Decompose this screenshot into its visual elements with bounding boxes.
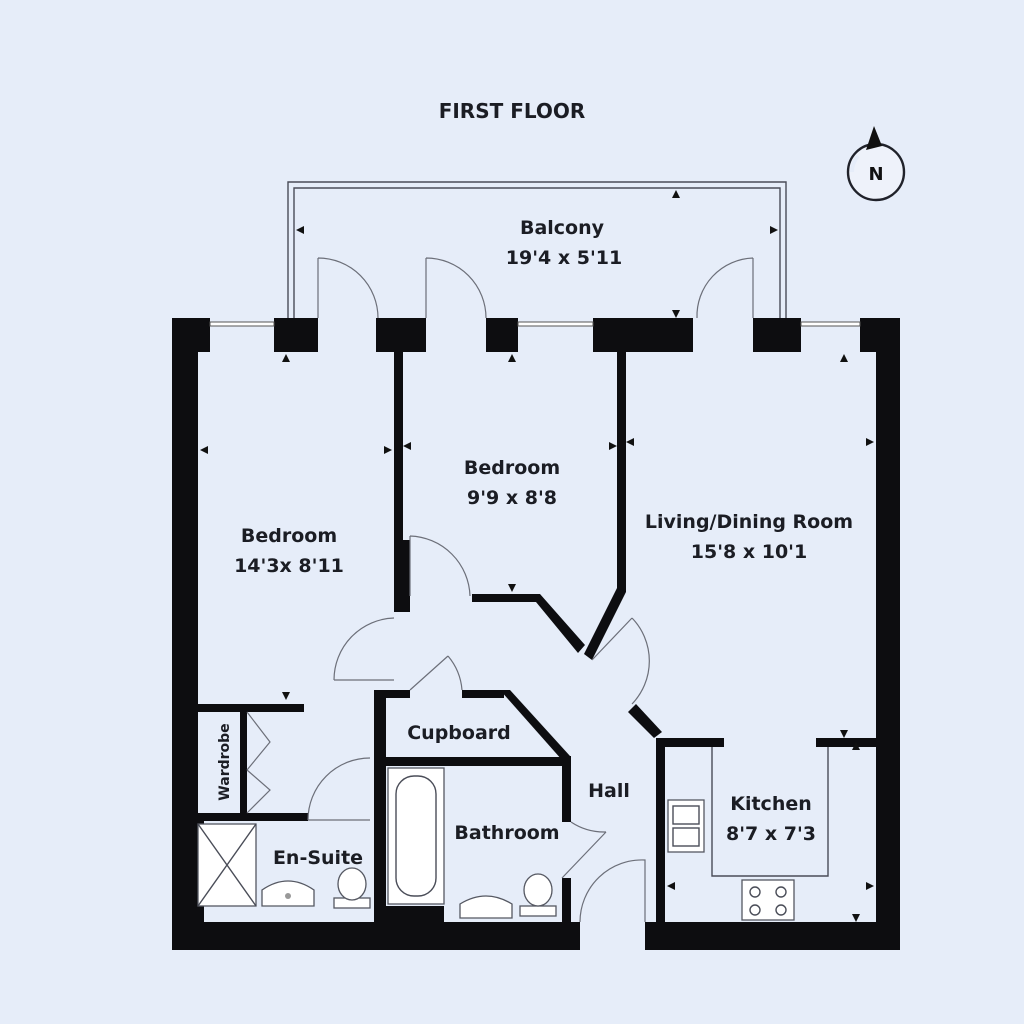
- bedroom-left-size: 14'3x 8'11: [234, 555, 344, 577]
- bathtub-icon: [387, 767, 445, 905]
- ensuite-basin-icon: [261, 880, 315, 907]
- balcony-outline: [287, 181, 787, 318]
- ensuite-toilet-icon: [333, 867, 371, 909]
- bedroom-middle-name: Bedroom: [464, 457, 560, 479]
- bedroom-middle-size: 9'9 x 8'8: [467, 487, 557, 509]
- room-labels: Balcony 19'4 x 5'11 Bedroom 14'3x 8'11 B…: [217, 217, 853, 869]
- fixtures: [197, 747, 829, 921]
- kitchen-counter: [711, 747, 829, 877]
- kitchen-sink-icon: [667, 799, 705, 853]
- ensuite-name: En-Suite: [273, 847, 363, 869]
- kitchen-size: 8'7 x 7'3: [726, 823, 816, 845]
- living-name: Living/Dining Room: [645, 511, 853, 533]
- living-size: 15'8 x 10'1: [691, 541, 807, 563]
- bathroom-basin-icon: [459, 895, 513, 919]
- bathroom-toilet-icon: [519, 873, 557, 917]
- hob-icon: [741, 879, 795, 921]
- bathroom-name: Bathroom: [454, 822, 559, 844]
- bedroom-left-name: Bedroom: [241, 525, 337, 547]
- balcony-name: Balcony: [520, 217, 605, 239]
- walls: [172, 318, 900, 950]
- kitchen-name: Kitchen: [730, 793, 812, 815]
- north-compass-icon: N: [846, 126, 906, 202]
- wardrobe-name: Wardrobe: [217, 723, 233, 800]
- balcony-size: 19'4 x 5'11: [506, 247, 622, 269]
- cupboard-name: Cupboard: [407, 722, 511, 744]
- dimension-markers: [200, 190, 874, 922]
- compass-letter: N: [868, 164, 883, 185]
- shower-icon: [197, 823, 257, 907]
- plan-title: FIRST FLOOR: [439, 99, 586, 123]
- door-swings: [246, 257, 754, 923]
- hall-name: Hall: [588, 780, 630, 802]
